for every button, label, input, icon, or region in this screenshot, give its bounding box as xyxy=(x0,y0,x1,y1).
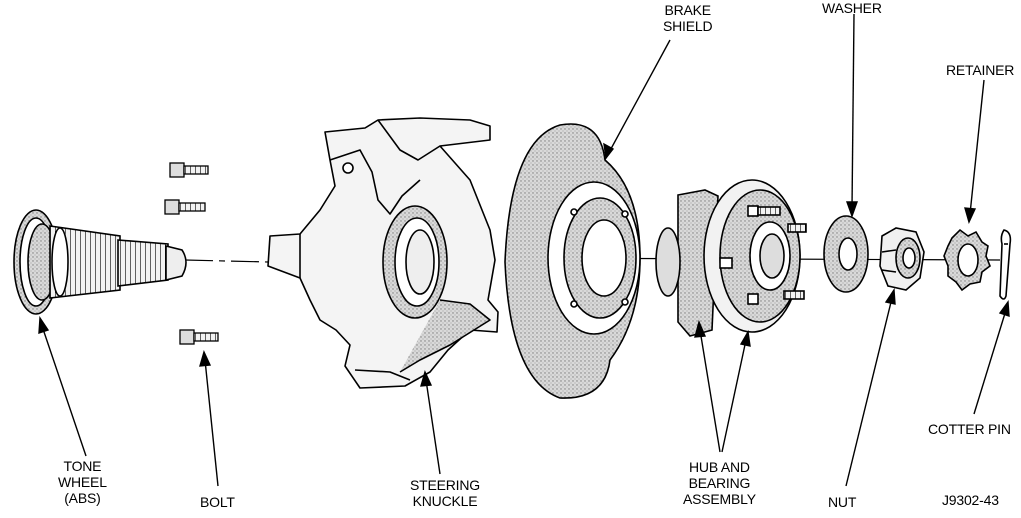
label-bolt-text: BOLT xyxy=(200,494,235,510)
washer xyxy=(823,215,869,293)
arrow-washer xyxy=(846,13,858,219)
label-brake-shield: BRAKE SHIELD xyxy=(663,2,713,34)
label-steering-knuckle-line2: KNUCKLE xyxy=(412,493,478,509)
label-cotter-pin-text: COTTER PIN xyxy=(928,421,1011,437)
wheel-stud-4 xyxy=(747,293,759,305)
leader-lines xyxy=(38,13,1010,487)
arrow-retainer xyxy=(964,79,985,225)
label-hub-bearing: HUB AND BEARING ASSEMBLY xyxy=(683,459,756,507)
nut xyxy=(879,227,925,291)
brake-shield xyxy=(504,123,641,399)
arrow-hub-left xyxy=(694,319,721,453)
bolt-upper-1 xyxy=(169,162,209,178)
label-brake-shield-line2: SHIELD xyxy=(663,18,713,34)
label-retainer-text: RETAINER xyxy=(946,62,1015,78)
cotter-pin xyxy=(999,229,1012,300)
label-bolt: BOLT xyxy=(200,494,235,510)
figure-id: J9302-43 xyxy=(942,492,999,508)
label-steering-knuckle: STEERING KNUCKLE xyxy=(410,477,480,509)
steering-knuckle xyxy=(267,117,499,389)
label-nut-text: NUT xyxy=(828,494,857,510)
label-tone-wheel-line1: TONE xyxy=(63,458,102,474)
label-washer: WASHER xyxy=(822,0,882,16)
label-cotter-pin: COTTER PIN xyxy=(928,421,1011,437)
tone-wheel-shaft xyxy=(13,209,187,315)
label-hub-bearing-line3: ASSEMBLY xyxy=(683,491,756,507)
arrow-bolt xyxy=(199,349,219,487)
wheel-stud-2 xyxy=(787,223,807,233)
arrow-cotter-pin xyxy=(973,300,1010,415)
label-tone-wheel: TONE WHEEL (ABS) xyxy=(58,458,107,506)
wheel-stud-1 xyxy=(747,205,781,217)
bolt-lower xyxy=(179,329,219,345)
arrow-steering-knuckle xyxy=(420,369,441,475)
label-steering-knuckle-line1: STEERING xyxy=(410,477,480,493)
wheel-stud-3 xyxy=(719,257,733,269)
arrow-tone-wheel xyxy=(38,315,87,457)
arrow-hub-right xyxy=(721,329,751,453)
arrow-nut xyxy=(845,287,896,487)
wheel-stud-5 xyxy=(783,290,805,300)
label-hub-bearing-line1: HUB AND xyxy=(689,459,750,475)
label-retainer: RETAINER xyxy=(946,62,1014,78)
label-nut: NUT xyxy=(828,494,856,510)
label-hub-bearing-line2: BEARING xyxy=(688,475,751,491)
label-tone-wheel-line2: WHEEL xyxy=(58,474,107,490)
hub-bearing-assembly xyxy=(655,179,807,337)
label-brake-shield-line1: BRAKE xyxy=(664,2,711,18)
bolt-upper-2 xyxy=(164,199,206,215)
label-tone-wheel-line3: (ABS) xyxy=(64,490,101,506)
retainer xyxy=(943,228,991,292)
label-washer-text: WASHER xyxy=(822,0,882,16)
arrow-brake-shield xyxy=(603,39,671,160)
figure-id-text: J9302-43 xyxy=(942,492,999,508)
